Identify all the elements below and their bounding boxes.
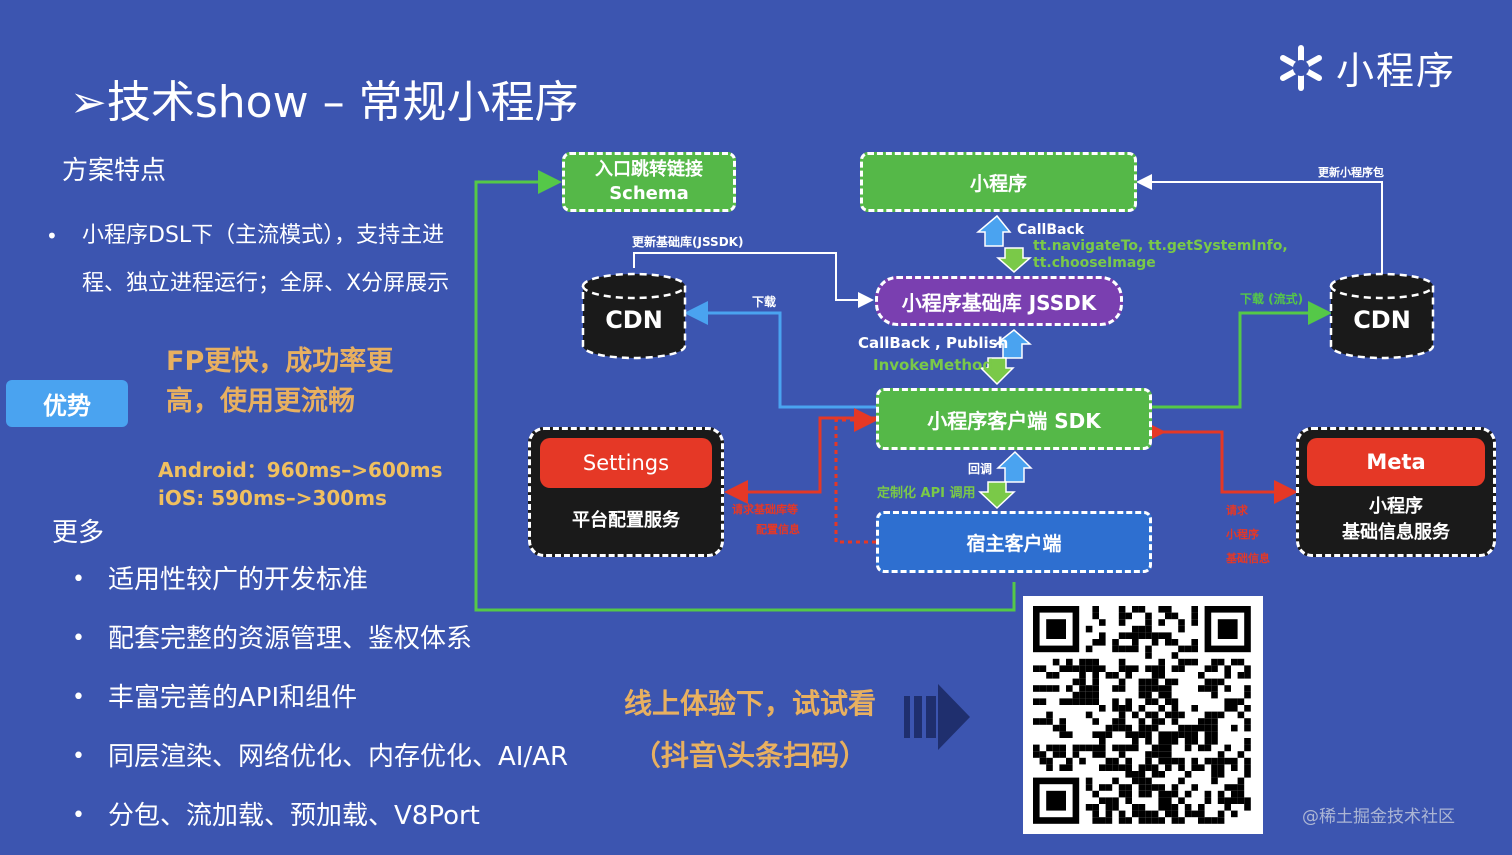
- bytedance-mini-program-logo-icon: [1280, 44, 1322, 91]
- label-apis2: tt.chooseImage: [1033, 255, 1156, 271]
- label-req-meta3: 基础信息: [1226, 552, 1270, 565]
- bidirectional-arrow-icon: [979, 329, 1032, 386]
- label-invoke: InvokeMethod: [873, 356, 994, 374]
- schema-box: 入口跳转链接 Schema: [562, 152, 736, 212]
- watermark: @稀土掘金技术社区: [1302, 807, 1455, 827]
- label-req-meta1: 请求: [1226, 504, 1248, 517]
- features-heading: 方案特点: [62, 156, 167, 186]
- mini-program-box: 小程序: [860, 152, 1137, 212]
- schema-line1: 入口跳转链接: [595, 159, 703, 180]
- cdn-left-cylinder: [581, 272, 687, 360]
- cdn-to-jssdk-connector: [633, 252, 874, 308]
- label-custom-api: 定制化 API 调用: [877, 486, 976, 501]
- host-to-schema-connector: [474, 170, 1016, 612]
- qr-code-image: [1033, 606, 1251, 824]
- sdk-to-settings-connector: [724, 416, 876, 504]
- cdn-to-miniprogram-connector: [1136, 174, 1383, 276]
- bidirectional-arrow-icon: [975, 214, 1032, 273]
- perf-ios: iOS: 590ms–>300ms: [158, 486, 387, 510]
- client-sdk-box: 小程序客户端 SDK: [876, 388, 1152, 450]
- sdk-to-right-cdn-connector: [1152, 301, 1332, 409]
- label-apis: tt.navigateTo, tt.getSystemInfo,: [1033, 238, 1288, 254]
- label-callback2: 回调: [968, 462, 993, 476]
- meta-title: Meta: [1307, 438, 1485, 486]
- brand-logo: 小程序: [1276, 40, 1456, 95]
- list-item: 配套完整的资源管理、鉴权体系: [72, 619, 568, 678]
- settings-service-box: Settings 平台配置服务: [528, 427, 724, 557]
- page-title: ➢技术show – 常规小程序: [70, 77, 579, 128]
- list-item: 同层渲染、网络优化、内存优化、AI/AR: [72, 737, 568, 796]
- more-list: 适用性较广的开发标准 配套完整的资源管理、鉴权体系 丰富完善的API和组件 同层…: [72, 560, 568, 855]
- label-req-config1: 请求基础库等: [732, 503, 798, 516]
- host-to-sdk-dotted-connector: [834, 408, 878, 544]
- cdn-right-cylinder: [1329, 272, 1435, 360]
- perf-android: Android：960ms–>600ms: [158, 458, 443, 482]
- advantage-badge: 优势: [6, 380, 128, 427]
- list-item: 丰富完善的API和组件: [72, 678, 568, 737]
- more-heading: 更多: [52, 518, 105, 548]
- label-callback: CallBack: [1017, 222, 1085, 238]
- meta-service-box: Meta 小程序 基础信息服务: [1296, 427, 1496, 557]
- bidirectional-arrow-icon: [978, 450, 1033, 510]
- cta-text: 线上体验下，试试看 （抖音\头条扫码）: [620, 678, 880, 782]
- meta-sub1: 小程序: [1369, 496, 1423, 517]
- list-item: 适用性较广的开发标准: [72, 560, 568, 619]
- arrow-right-icon: [904, 684, 970, 750]
- features-bullet-text: 小程序DSL下（主流模式），支持主进程、独立进程运行；全屏、X分屏展示: [82, 223, 450, 296]
- label-req-meta2: 小程序: [1226, 528, 1259, 541]
- cta-line1: 线上体验下，试试看: [623, 687, 876, 720]
- label-update-pkg: 更新小程序包: [1318, 166, 1384, 179]
- label-update-lib: 更新基础库(JSSDK): [632, 235, 744, 249]
- jssdk-box: 小程序基础库 JSSDK: [875, 276, 1123, 326]
- label-download: 下载: [752, 295, 777, 309]
- host-client-box: 宿主客户端: [876, 511, 1152, 573]
- features-bullet: • 小程序DSL下（主流模式），支持主进程、独立进程运行；全屏、X分屏展示: [46, 212, 477, 308]
- bullet-dot: •: [46, 224, 58, 248]
- settings-sub: 平台配置服务: [572, 510, 680, 531]
- cdn-left-label: CDN: [605, 306, 663, 334]
- cdn-right-label: CDN: [1353, 306, 1411, 334]
- label-req-config2: 配置信息: [756, 523, 800, 536]
- meta-sub2: 基础信息服务: [1342, 522, 1450, 543]
- sdk-to-meta-connector: [1158, 430, 1298, 504]
- label-download-stream: 下载 (流式): [1240, 292, 1304, 306]
- advantage-text: FP更快，成功率更高，使用更流畅: [166, 346, 394, 417]
- schema-line2: Schema: [609, 183, 689, 204]
- label-callback-publish: CallBack , Publish: [858, 334, 1009, 352]
- logo-text: 小程序: [1336, 49, 1457, 93]
- sdk-to-cdn-download-connector: [684, 301, 876, 409]
- settings-title: Settings: [540, 438, 712, 488]
- list-item: 分包、流加载、预加载、V8Port: [72, 796, 568, 855]
- cta-line2: （抖音\头条扫码）: [632, 739, 868, 772]
- qr-code[interactable]: [1023, 596, 1263, 834]
